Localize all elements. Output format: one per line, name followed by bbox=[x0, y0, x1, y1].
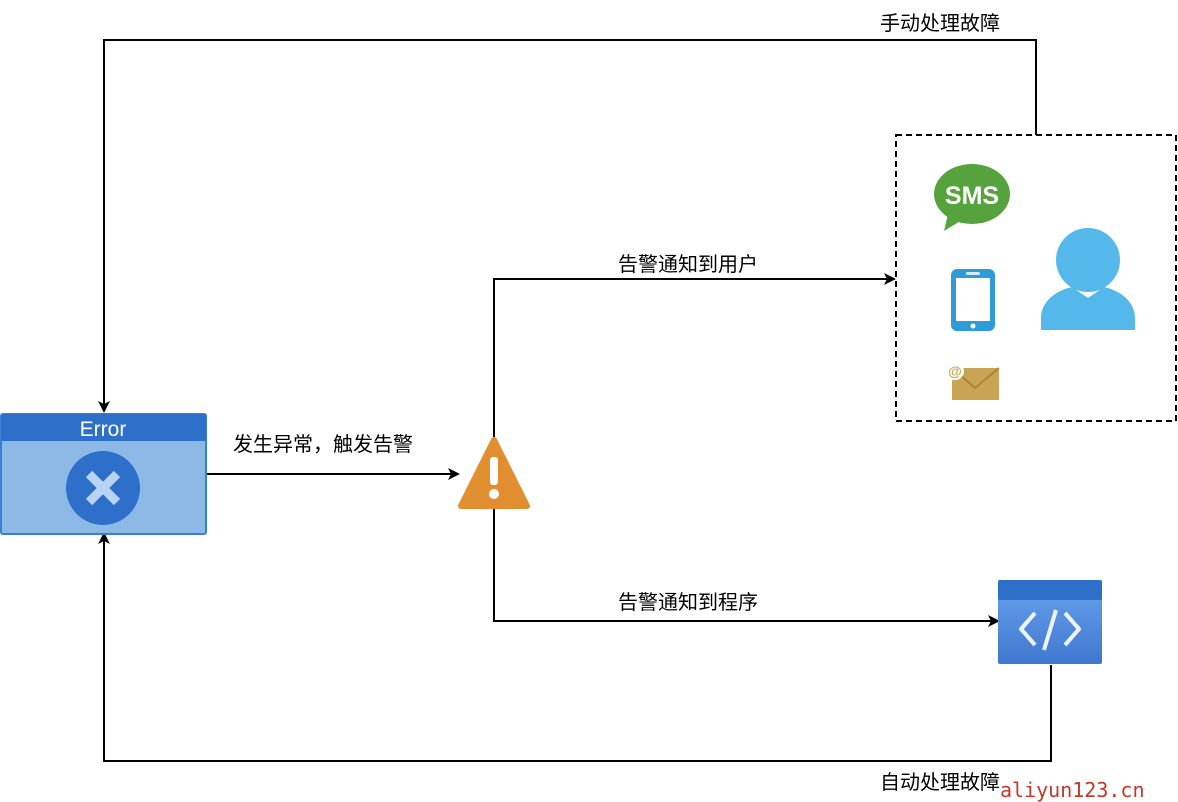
edge-user-to-error bbox=[98, 39, 1037, 413]
notify-user-label: 告警通知到用户 bbox=[618, 252, 758, 276]
edge-warning-to-user bbox=[493, 273, 896, 438]
user-notification-group: SMS @ bbox=[895, 134, 1177, 422]
warning-icon bbox=[458, 437, 530, 509]
error-x-icon bbox=[66, 451, 140, 525]
edge-warning-to-program bbox=[493, 508, 1000, 627]
notify-program-label: 告警通知到程序 bbox=[618, 590, 758, 614]
program-code-icon bbox=[998, 580, 1102, 664]
connectors bbox=[98, 39, 1052, 762]
edge-program-to-error bbox=[98, 532, 1052, 762]
email-icon: @ bbox=[946, 362, 1000, 400]
auto-handling-label: 自动处理故障 bbox=[880, 770, 1000, 794]
at-sign-icon: @ bbox=[948, 363, 962, 379]
error-window-node: Error bbox=[0, 413, 207, 535]
sms-icon-text: SMS bbox=[945, 182, 999, 210]
error-window-header bbox=[1, 414, 206, 441]
sms-icon: SMS bbox=[934, 164, 1010, 231]
mobile-phone-icon bbox=[951, 269, 995, 331]
watermark: aliyun123.cn bbox=[1000, 778, 1145, 802]
trigger-label: 发生异常，触发告警 bbox=[233, 432, 413, 456]
error-window-title: Error bbox=[80, 418, 127, 441]
manual-handling-label: 手动处理故障 bbox=[880, 11, 1000, 35]
user-icon bbox=[1041, 228, 1135, 330]
dashed-group-border bbox=[895, 134, 1177, 422]
